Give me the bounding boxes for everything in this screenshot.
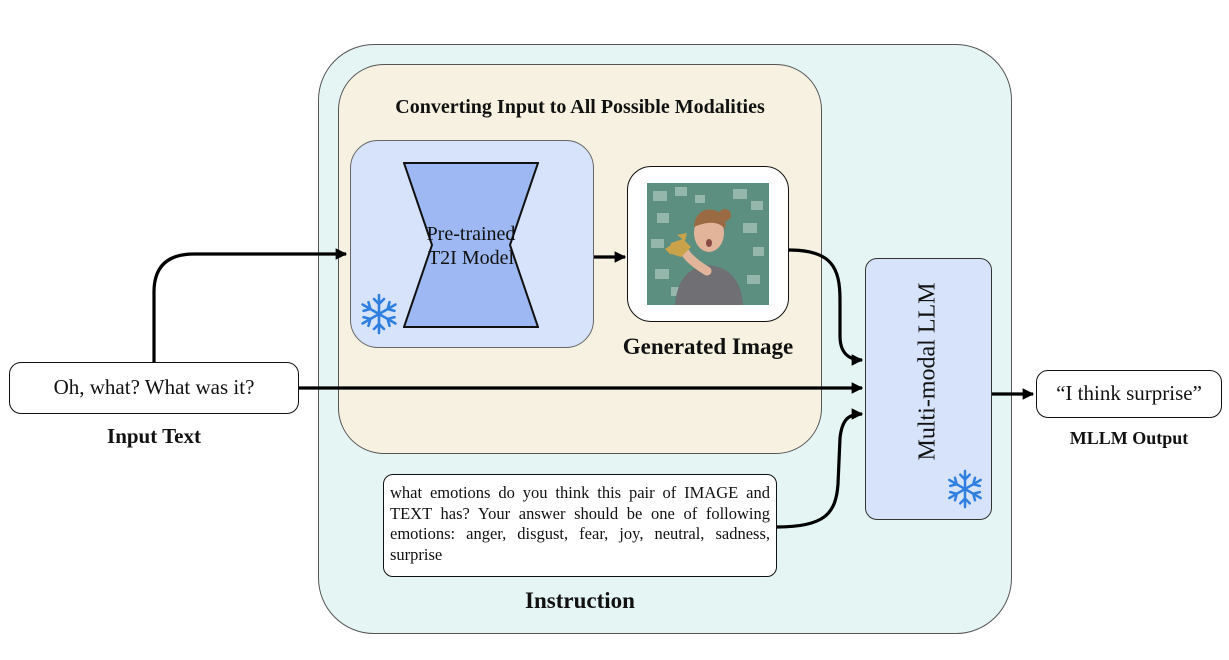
t2i-hourglass-shape <box>403 162 539 328</box>
arrow-image-to-mllm <box>788 248 864 366</box>
mllm-output-label: MLLM Output <box>1069 428 1189 448</box>
instruction-box: what emotions do you think this pair of … <box>383 474 777 577</box>
t2i-model-label: Pre-trained T2I Model <box>403 222 539 270</box>
mllm-box <box>865 258 992 520</box>
instruction-label: Instruction <box>525 588 635 613</box>
arrow-instruction-to-mllm <box>776 408 864 529</box>
mllm-output-box: “I think surprise” <box>1036 370 1222 418</box>
generated-image-label: Generated Image <box>622 334 794 359</box>
converting-title: Converting Input to All Possible Modalit… <box>395 96 765 118</box>
arrow-input-to-t2i <box>152 248 348 362</box>
snowflake-icon <box>361 293 397 335</box>
snowflake-icon <box>948 469 982 509</box>
t2i-label-line2: T2I Model <box>427 247 515 269</box>
t2i-label-line1: Pre-trained <box>426 223 516 245</box>
generated-image <box>647 183 769 305</box>
input-text-box: Oh, what? What was it? <box>9 362 299 414</box>
input-text-label: Input Text <box>107 424 201 448</box>
